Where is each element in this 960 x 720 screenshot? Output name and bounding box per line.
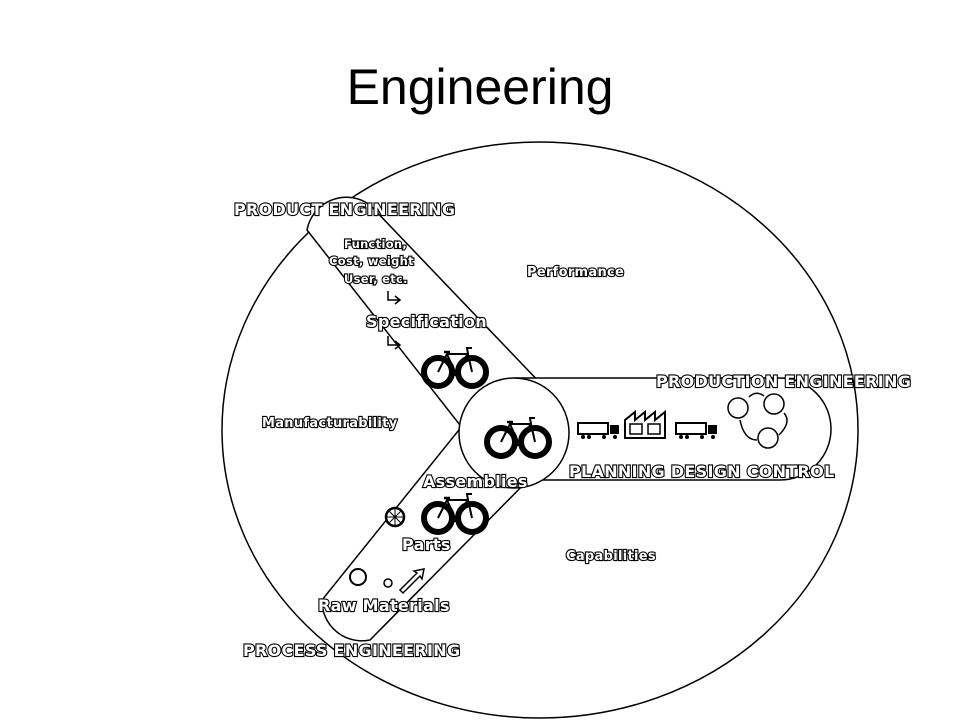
cycle-arrows-icon <box>727 392 788 449</box>
circle-material-icon <box>383 578 393 588</box>
product-engineering-label: PRODUCT ENGINEERING <box>234 200 455 219</box>
arrow-icon <box>387 336 402 350</box>
slide-title: Engineering <box>346 59 614 115</box>
wheel-icon <box>384 506 406 528</box>
factory-icon <box>624 409 666 439</box>
specification-label: Specification <box>366 312 487 331</box>
function-label-2: Cost, weight <box>329 254 414 268</box>
capabilities-label: Capabilities <box>566 549 656 564</box>
production-branch <box>514 377 832 481</box>
function-label-1: Function, <box>344 237 407 251</box>
performance-label: Performance <box>527 265 624 280</box>
manufacturability-label: Manufacturability <box>262 416 398 431</box>
arrow-icon <box>387 291 402 305</box>
circle-material-icon <box>349 568 367 586</box>
parts-label: Parts <box>402 535 451 554</box>
planning-design-control-label: PLANNING DESIGN CONTROL <box>569 462 835 481</box>
production-engineering-label: PRODUCTION ENGINEERING <box>656 372 911 391</box>
arrow-icon <box>398 568 425 595</box>
assemblies-label: Assemblies <box>423 472 528 491</box>
function-label-3: User, etc. <box>344 272 408 286</box>
raw-materials-label: Raw Materials <box>318 596 450 615</box>
process-engineering-label: PROCESS ENGINEERING <box>243 641 460 660</box>
outer-ellipse <box>221 141 859 719</box>
